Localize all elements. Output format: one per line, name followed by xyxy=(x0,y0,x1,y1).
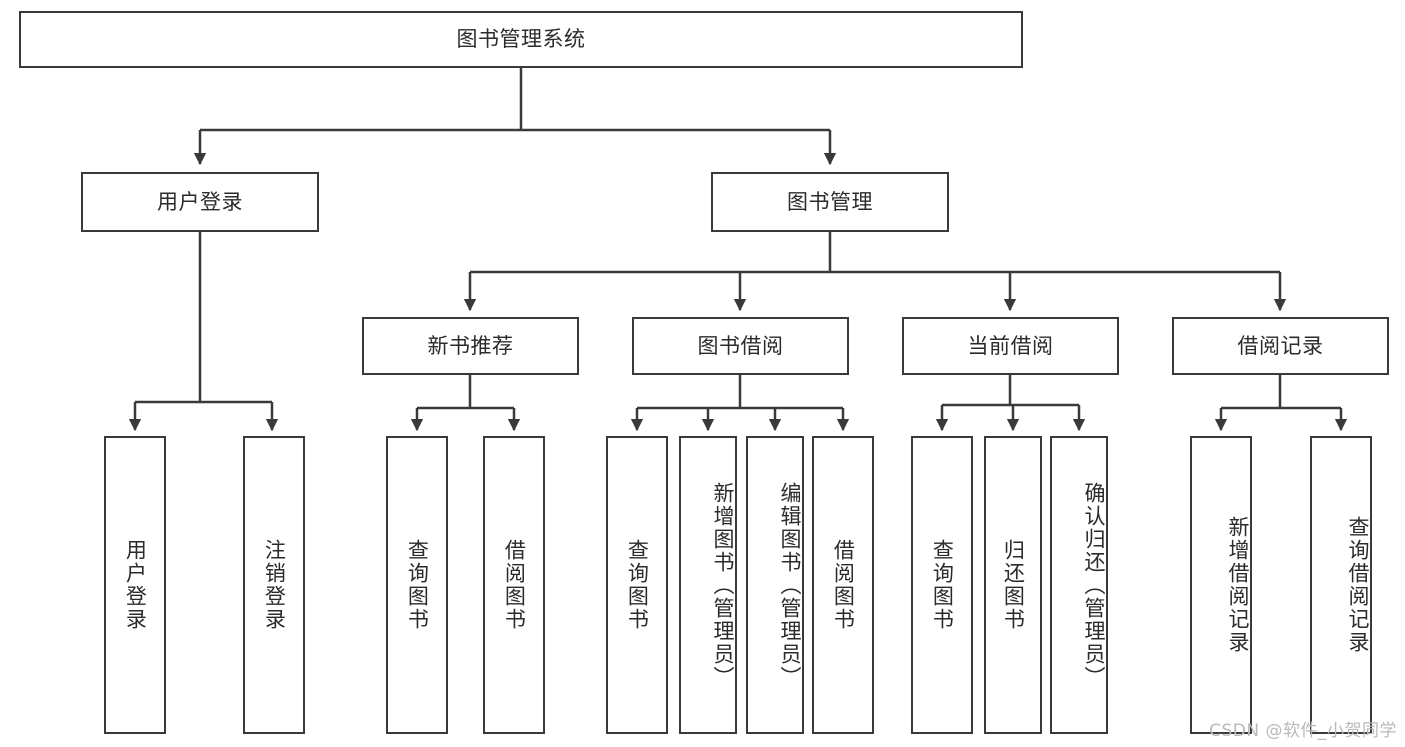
leaf-query-books-borrow[interactable]: 查询图书 xyxy=(606,436,668,734)
leaf-query-books-current[interactable]: 查询图书 xyxy=(911,436,973,734)
node-user-login[interactable]: 用户登录 xyxy=(81,172,319,232)
leaf-return-book[interactable]: 归还图书 xyxy=(984,436,1042,734)
leaf-logout[interactable]: 注销登录 xyxy=(243,436,305,734)
leaf-add-borrow-record[interactable]: 新增借阅记录 xyxy=(1190,436,1252,734)
node-book-borrow[interactable]: 图书借阅 xyxy=(632,317,849,375)
leaf-user-login[interactable]: 用户登录 xyxy=(104,436,166,734)
watermark-text: CSDN @软件_小贺同学 xyxy=(1209,721,1397,741)
node-borrow-records[interactable]: 借阅记录 xyxy=(1172,317,1389,375)
leaf-add-book-admin[interactable]: 新增图书（管理员） xyxy=(679,436,737,734)
leaf-query-borrow-record[interactable]: 查询借阅记录 xyxy=(1310,436,1372,734)
node-current-borrow[interactable]: 当前借阅 xyxy=(902,317,1119,375)
node-root-system[interactable]: 图书管理系统 xyxy=(19,11,1023,68)
leaf-query-books-recommend[interactable]: 查询图书 xyxy=(386,436,448,734)
leaf-borrow-books-recommend[interactable]: 借阅图书 xyxy=(483,436,545,734)
node-new-book-recommend[interactable]: 新书推荐 xyxy=(362,317,579,375)
node-book-management[interactable]: 图书管理 xyxy=(711,172,949,232)
leaf-confirm-return-admin[interactable]: 确认归还（管理员） xyxy=(1050,436,1108,734)
leaf-borrow-book[interactable]: 借阅图书 xyxy=(812,436,874,734)
leaf-edit-book-admin[interactable]: 编辑图书（管理员） xyxy=(746,436,804,734)
